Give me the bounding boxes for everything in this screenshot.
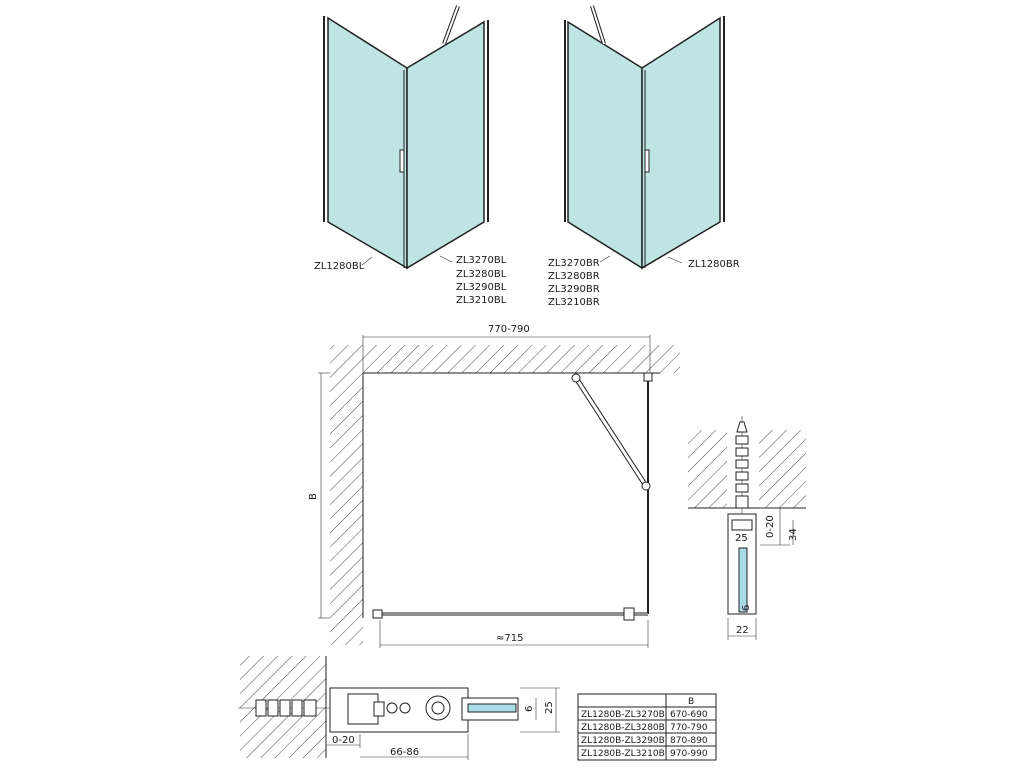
table-row-3-model: ZL1280B-ZL3290B — [581, 736, 665, 746]
detail-marker: 25 — [735, 533, 748, 544]
door-handle-r — [644, 149, 650, 173]
detail-width-dimension: 22 — [736, 625, 749, 636]
left-fixed-panel-glass — [327, 16, 408, 270]
left-view-main-label: ZL1280BL — [314, 261, 365, 272]
size-table: B ZL1280B-ZL3270B 670-690 ZL1280B-ZL3280… — [577, 693, 717, 761]
right-fixed-panel-glass — [641, 16, 721, 270]
bottom-detail-glass-dimension: 6 — [524, 706, 535, 712]
detail-gap-dimension: 0-20 — [765, 515, 776, 538]
table-row-3-range: 870-890 — [670, 736, 708, 746]
top-wall-hatch — [330, 345, 680, 373]
table-row-1-model: ZL1280B-ZL3270B — [581, 710, 665, 720]
detail-glass — [738, 547, 748, 613]
detail-glass-dimension: 6 — [741, 605, 752, 611]
table-row-1-range: 670-690 — [670, 710, 708, 720]
left-door-panel-glass — [406, 20, 485, 270]
table-header-b: B — [688, 697, 694, 707]
table-row-4-model: ZL1280B-ZL3210B — [581, 749, 665, 759]
left-enclosure-view: ZL1280BL ZL3270BL ZL3280BL ZL3290BL ZL32… — [314, 5, 507, 306]
bottom-detail-gap-dimension: 0-20 — [332, 735, 355, 746]
right-door-panel-glass — [567, 20, 643, 270]
right-enclosure-view: ZL3270BR ZL3280BR ZL3290BR ZL3210BR ZL12… — [548, 5, 740, 308]
plan-depth-dimension: B — [308, 493, 319, 500]
bottom-detail-glass — [467, 703, 517, 713]
right-view-door-label-4: ZL3210BR — [548, 297, 600, 308]
plan-view: 770-790 B ≈715 — [308, 324, 680, 648]
plan-width-dimension: 770-790 — [488, 324, 530, 335]
wall-profile-detail-vertical: 0-20 34 25 22 6 — [688, 416, 806, 640]
right-view-door-label-1: ZL3270BR — [548, 258, 600, 269]
left-view-door-label-3: ZL3290BL — [456, 282, 507, 293]
plan-door-dimension: ≈715 — [496, 633, 523, 644]
left-view-door-label-2: ZL3280BL — [456, 269, 507, 280]
left-view-door-label-1: ZL3270BL — [456, 255, 507, 266]
bottom-detail-range-dimension: 66-86 — [390, 747, 419, 758]
detail-height-dimension: 34 — [788, 528, 799, 541]
bottom-detail-height-dimension: 25 — [544, 701, 555, 714]
table-row-4-range: 970-990 — [670, 749, 708, 759]
right-view-door-label-2: ZL3280BR — [548, 271, 600, 282]
door-handle — [399, 149, 405, 173]
right-view-door-label-3: ZL3290BR — [548, 284, 600, 295]
right-view-main-label: ZL1280BR — [688, 259, 740, 270]
left-view-door-label-4: ZL3210BL — [456, 295, 507, 306]
table-row-2-range: 770-790 — [670, 723, 708, 733]
left-wall-hatch — [330, 373, 363, 645]
wall-profile-detail-horizontal: 0-20 66-86 25 6 — [238, 656, 560, 760]
table-row-2-model: ZL1280B-ZL3280B — [581, 723, 665, 733]
